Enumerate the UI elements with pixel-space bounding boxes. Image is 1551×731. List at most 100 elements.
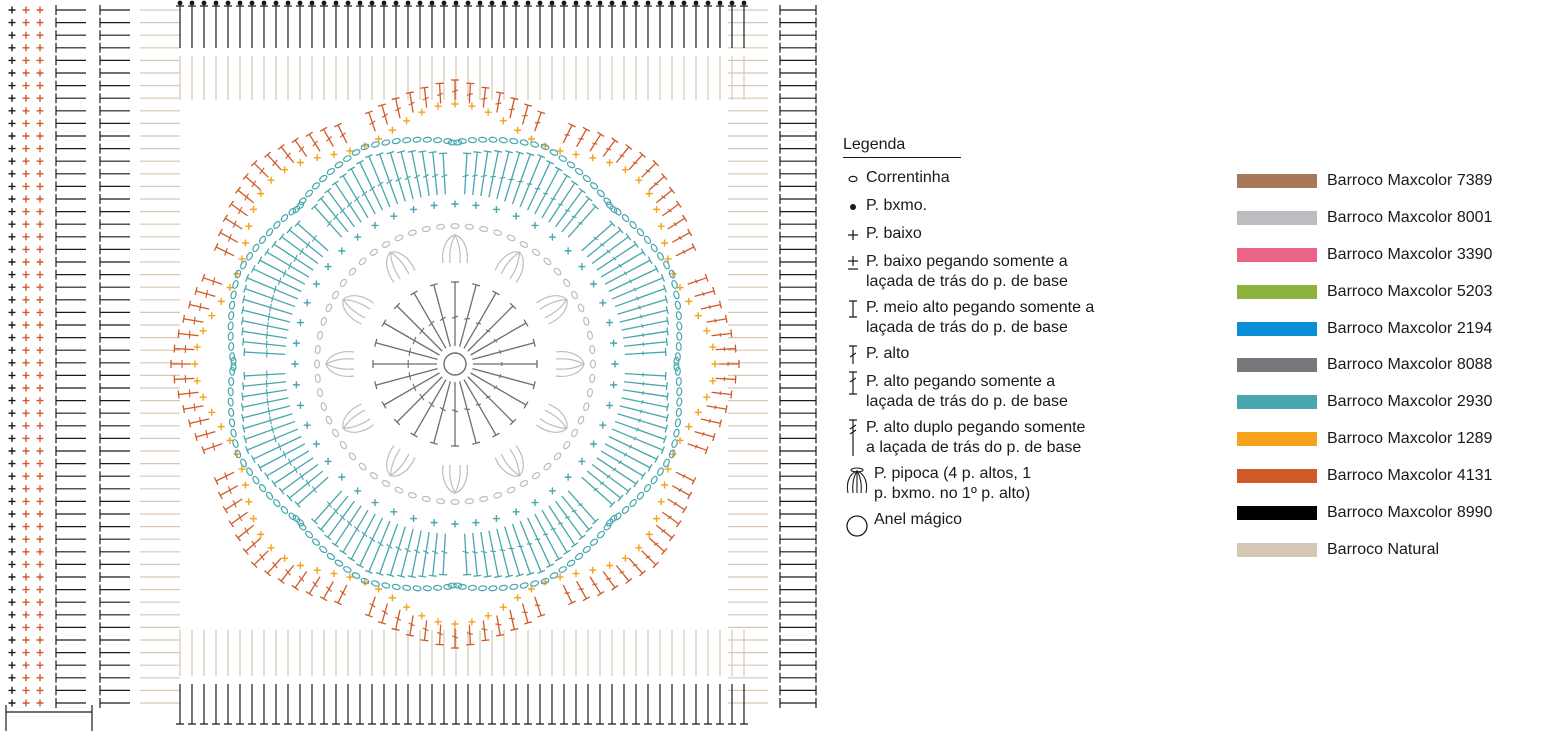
teal-stitch: [407, 149, 422, 198]
teal-stitch: [244, 428, 299, 455]
border-stitch: [55, 181, 86, 192]
border-stitch: [36, 346, 44, 354]
border-stitch: [779, 433, 817, 444]
border-stitch: [8, 434, 16, 442]
teal-chain: [360, 577, 370, 585]
border-stitch: [36, 649, 44, 657]
color-swatch: [1237, 542, 1317, 557]
border-stitch: [55, 370, 86, 381]
border-stitch: [36, 497, 44, 505]
rust-stitch: [291, 137, 308, 157]
border-stitch: [22, 31, 30, 39]
rust-stitch: [700, 300, 722, 310]
teal-chain: [230, 428, 237, 438]
slip-stitch: [705, 0, 711, 6]
teal-stitch: [354, 487, 362, 495]
teal-stitch: [519, 153, 546, 208]
slip-stitch: [321, 0, 327, 6]
border-stitch: [36, 359, 44, 367]
gray-chain: [421, 225, 431, 233]
rust-stitch: [534, 596, 546, 618]
teal-chain: [265, 228, 274, 237]
teal-chain: [467, 584, 478, 591]
teal-stitch: [324, 457, 332, 465]
teal-chain: [360, 143, 370, 151]
teal-chain: [671, 279, 678, 289]
slip-stitch: [237, 0, 243, 6]
teal-stitch: [531, 499, 539, 507]
border-stitch: [36, 119, 44, 127]
rust-stitch: [235, 186, 255, 204]
border-stitch: [36, 523, 44, 531]
border-stitch: [200, 684, 208, 725]
border-stitch: [779, 219, 817, 230]
border-stitch: [99, 559, 130, 570]
slip-stitch: [333, 0, 339, 6]
border-stitch: [22, 6, 30, 14]
rust-stitch: [562, 122, 576, 144]
border-stitch: [55, 685, 86, 696]
gray-chain: [320, 316, 327, 326]
slip-stitch: [645, 0, 651, 6]
gray-chain: [519, 241, 529, 248]
rust-stitch: [364, 110, 376, 132]
border-stitch: [8, 19, 16, 27]
inner-stitch: [459, 381, 481, 445]
teal-chain: [650, 475, 658, 485]
orange-stitch: [703, 393, 711, 401]
border-stitch: [22, 208, 30, 216]
border-stitch: [8, 6, 16, 14]
rust-stitch: [589, 131, 605, 152]
border-stitch: [99, 42, 130, 53]
slip-stitch: [429, 0, 435, 6]
teal-chain: [280, 214, 289, 223]
teal-chain: [675, 407, 682, 417]
teal-chain: [391, 137, 401, 145]
legend-item: P. pipoca (4 p. altos, 1 p. bxmo. no 1º …: [843, 464, 1173, 504]
teal-stitch: [317, 195, 349, 233]
border-stitch: [99, 320, 130, 330]
rust-stitch: [213, 243, 235, 257]
color-swatch: [1237, 358, 1317, 373]
teal-chain: [675, 376, 682, 387]
teal-chain: [509, 583, 519, 591]
teal-stitch: [611, 428, 666, 455]
slip-stitch: [513, 0, 519, 6]
rust-stitch: [667, 498, 688, 514]
slip-stitch: [417, 0, 423, 6]
teal-stitch: [407, 530, 422, 579]
border-stitch: [8, 170, 16, 178]
border-stitch: [22, 220, 30, 228]
gray-chain: [543, 257, 552, 266]
border-stitch: [22, 649, 30, 657]
border-stitch: [8, 699, 16, 707]
border-stitch: [8, 119, 16, 127]
legend-item-label: P. baixo: [866, 225, 922, 242]
gray-chain: [320, 402, 327, 412]
orange-stitch: [281, 554, 289, 562]
border-stitch: [8, 195, 16, 203]
rust-stitch: [291, 571, 308, 591]
teal-stitch: [418, 531, 430, 578]
border-stitch: [55, 433, 86, 444]
border-stitch: [36, 258, 44, 266]
color-label: Barroco Maxcolor 4131: [1327, 467, 1493, 485]
border-stitch: [320, 684, 328, 725]
orange-stitch: [484, 108, 492, 116]
teal-chain: [280, 505, 289, 514]
orange-stitch: [208, 408, 216, 416]
border-stitch: [779, 660, 817, 671]
teal-chain: [447, 139, 457, 146]
border-stitch: [728, 5, 736, 48]
teal-stitch: [624, 348, 667, 357]
slip-stitch: [177, 0, 183, 6]
teal-stitch: [241, 327, 288, 340]
border-stitch: [36, 510, 44, 518]
teal-chain: [246, 251, 253, 261]
border-stitch: [36, 44, 44, 52]
border-stitch: [8, 296, 16, 304]
border-stitch: [779, 471, 817, 482]
teal-chain: [228, 341, 235, 352]
teal-stitch: [531, 221, 539, 229]
teal-chain: [467, 137, 478, 144]
